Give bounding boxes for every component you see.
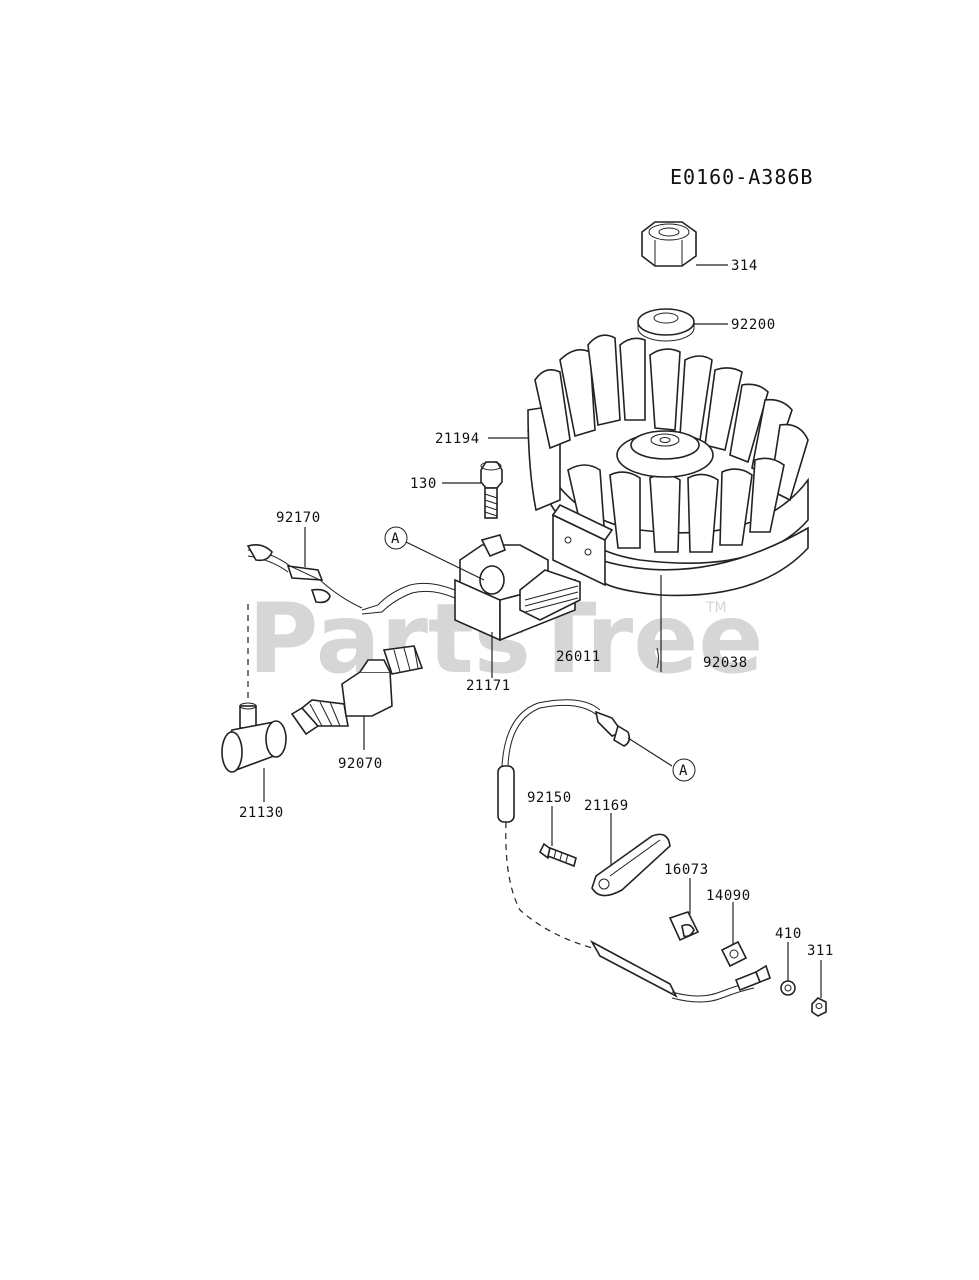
- part-label-311[interactable]: 311: [807, 943, 834, 959]
- part-label-21169[interactable]: 21169: [584, 798, 629, 814]
- bolt-130-part[interactable]: [480, 461, 503, 519]
- callout-a-bottom-label: A: [679, 763, 688, 779]
- part-label-314[interactable]: 314: [731, 258, 758, 274]
- high-tension-wire: [246, 544, 456, 615]
- part-label-92038[interactable]: 92038: [703, 655, 748, 671]
- stop-wire-harness: [497, 699, 771, 1003]
- diagram-code: E0160-A386B: [670, 165, 813, 189]
- clip-16073-part[interactable]: [668, 911, 700, 942]
- part-label-21171[interactable]: 21171: [466, 678, 511, 694]
- part-label-14090[interactable]: 14090: [706, 888, 751, 904]
- key-92038-part[interactable]: [656, 647, 659, 669]
- part-label-410[interactable]: 410: [775, 926, 802, 942]
- part-label-92150[interactable]: 92150: [527, 790, 572, 806]
- part-label-92170[interactable]: 92170: [276, 510, 321, 526]
- screw-92150-part[interactable]: [538, 842, 577, 868]
- callout-a-bottom: [672, 758, 696, 782]
- leader-callout-a-top: [405, 541, 485, 581]
- trademark-mark: TM: [705, 600, 727, 616]
- callout-a-top: [384, 526, 408, 550]
- stop-plate-21169-part[interactable]: [591, 833, 671, 897]
- nut-314-part[interactable]: [641, 221, 697, 267]
- part-label-92200[interactable]: 92200: [731, 317, 776, 333]
- holder-14090-part[interactable]: [720, 940, 748, 968]
- plug-cap-21130-part[interactable]: [221, 702, 287, 773]
- part-label-21194[interactable]: 21194: [435, 431, 480, 447]
- washer-92200-part[interactable]: [637, 308, 695, 342]
- part-label-16073[interactable]: 16073: [664, 862, 709, 878]
- flywheel-21194-part[interactable]: [527, 334, 809, 597]
- washer-410-part[interactable]: [780, 980, 796, 996]
- part-label-26011[interactable]: 26011: [556, 649, 601, 665]
- leader-callout-a-bottom: [627, 737, 673, 767]
- spark-plug-92070-part[interactable]: [290, 645, 424, 736]
- nut-311-part[interactable]: [811, 997, 827, 1017]
- part-label-92070[interactable]: 92070: [338, 756, 383, 772]
- callout-a-top-label: A: [391, 531, 400, 547]
- part-label-130[interactable]: 130: [410, 476, 437, 492]
- ignition-coil-21171-part[interactable]: [454, 534, 581, 642]
- part-label-21130[interactable]: 21130: [239, 805, 284, 821]
